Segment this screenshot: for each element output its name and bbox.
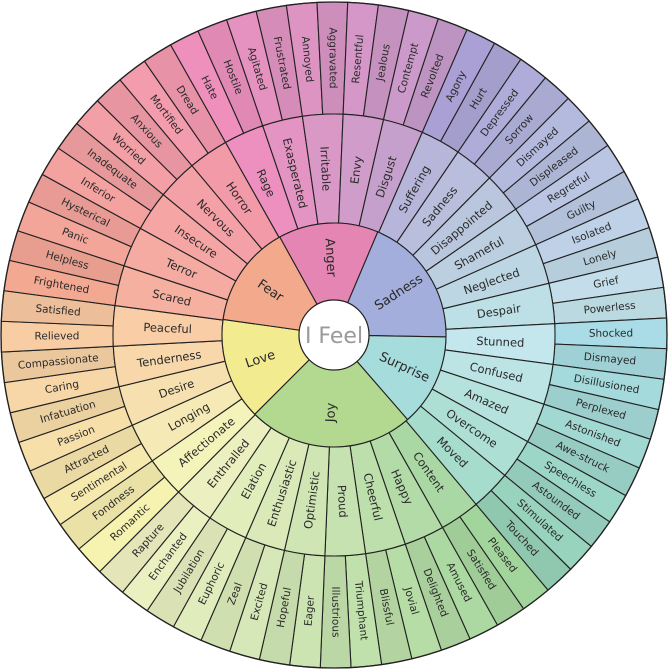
outer-label-relieved: Relieved [35,330,80,342]
outer-emotion-relieved[interactable]: Relieved [0,320,114,353]
outer-emotion-agony[interactable]: Agony [421,28,496,143]
middle-emotion-desire[interactable]: Desire [118,360,233,426]
middle-emotion-stunned[interactable]: Stunned [444,323,556,366]
middle-emotion-elation[interactable]: Elation [209,426,290,539]
middle-label-despair: Despair [476,301,522,321]
middle-emotion-rage[interactable]: Rage [224,125,299,239]
outer-label-aggravated: Aggravated [326,27,338,88]
outer-emotion-shocked[interactable]: Shocked [554,317,668,350]
middle-label-peaceful: Peaceful [143,320,192,336]
outer-label-grief: Grief [592,274,620,291]
middle-emotion-exasperated[interactable]: Exasperated [262,115,319,230]
middle-emotion-disgust[interactable]: Disgust [358,118,423,234]
outer-label-satisfied: Satisfied [35,303,81,319]
outer-label-annoyed: Annoyed [299,36,315,83]
middle-label-proud: Proud [335,485,351,519]
center-label: I Feel [305,324,363,349]
core-label-anger: Anger [321,238,338,278]
outer-emotion-aggravated[interactable]: Aggravated [316,1,349,115]
middle-emotion-enthralled[interactable]: Enthralled [177,413,272,519]
center-hub: I Feel [298,299,370,371]
middle-emotion-overcome[interactable]: Overcome [419,388,529,477]
middle-emotion-tenderness[interactable]: Tenderness [112,340,226,388]
outer-label-shocked: Shocked [589,328,633,340]
outer-label-powerless: Powerless [583,300,636,317]
core-emotion-sadness[interactable]: Sadness [346,231,447,338]
core-emotion-anger[interactable]: Anger [278,222,379,306]
outer-label-illustrious: Illustrious [329,586,341,637]
middle-emotion-cheerful[interactable]: Cheerful [349,440,406,555]
outer-label-resentful: Resentful [350,34,366,84]
middle-label-irritable: Irritable [317,146,333,192]
outer-label-triumphant: Triumphant [352,579,370,640]
outer-emotion-depressed[interactable]: Depressed [457,58,547,166]
outer-label-eager: Eager [302,595,317,627]
middle-label-envy: Envy [347,155,365,185]
outer-label-dismayed: Dismayed [583,351,636,368]
outer-emotion-illustrious[interactable]: Illustrious [319,555,352,669]
middle-emotion-irritable[interactable]: Irritable [301,113,344,225]
center-circle [298,299,370,371]
outer-emotion-frightened[interactable]: Frightened [3,259,120,307]
core-emotion-love[interactable]: Love [221,318,311,415]
core-label-joy: Joy [323,402,339,423]
middle-emotion-peaceful[interactable]: Peaceful [112,304,224,347]
outer-emotion-disillusioned[interactable]: Disillusioned [548,363,665,411]
middle-emotion-proud[interactable]: Proud [324,445,367,557]
middle-emotion-confused[interactable]: Confused [439,349,554,405]
middle-emotion-optimistic[interactable]: Optimistic [283,443,330,557]
middle-label-stunned: Stunned [476,334,525,350]
